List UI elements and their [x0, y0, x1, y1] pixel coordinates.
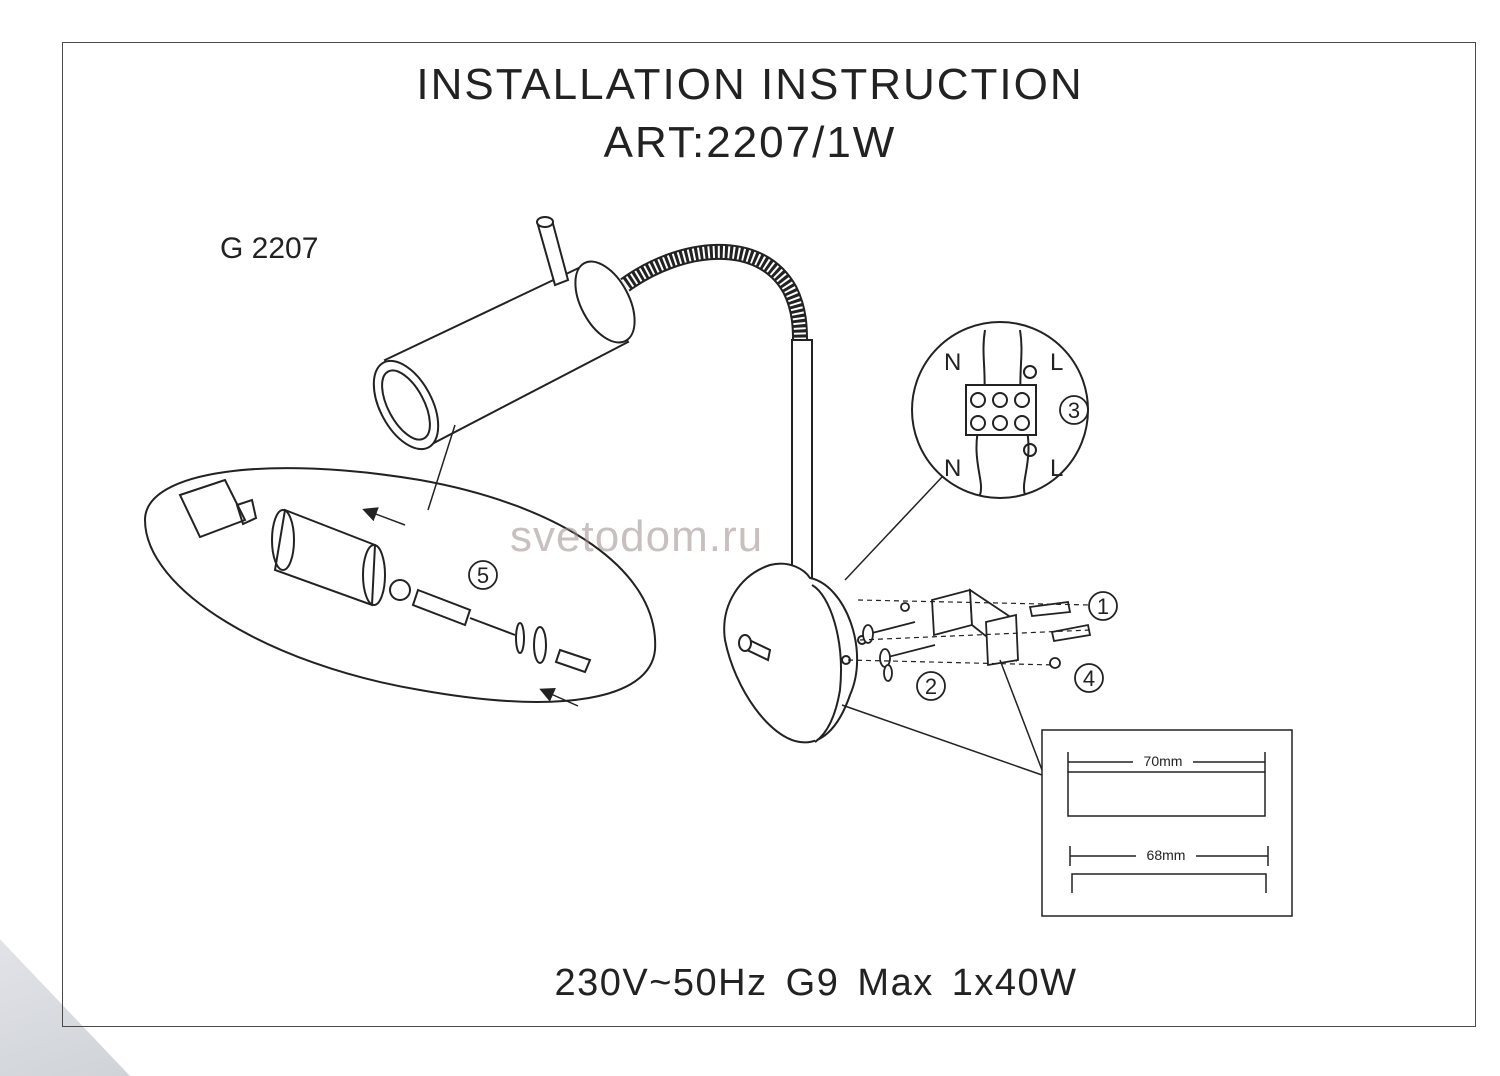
page-title: INSTALLATION INSTRUCTION — [416, 60, 1084, 109]
dimension-70mm: 70mm — [1144, 753, 1183, 769]
step-5-label: 5 — [477, 563, 489, 588]
mounting-hardware — [847, 588, 1092, 682]
lamp-shade — [372, 260, 636, 451]
watermark: svetodom.ru — [510, 512, 764, 561]
dimension-68mm: 68mm — [1147, 847, 1186, 863]
model-label: G 2207 — [220, 232, 319, 265]
step-3-label: 3 — [1068, 398, 1080, 423]
step-2-label: 2 — [925, 674, 937, 699]
diagram-frame — [62, 42, 1476, 1027]
wire-label-n-bottom: N — [944, 455, 961, 482]
wiring-detail — [844, 321, 1089, 581]
callout-lines — [841, 659, 1043, 776]
switch-knob — [536, 216, 570, 287]
step-4-label: 4 — [1083, 666, 1095, 691]
electrical-specs: 230V~50Hz G9 Max 1x40W — [554, 962, 1078, 1004]
article-number: ART:2207/1W — [603, 118, 897, 167]
wall-base — [723, 562, 867, 744]
exploded-view — [143, 424, 657, 707]
step-markers — [468, 395, 1118, 701]
wire-label-l-bottom: L — [1050, 455, 1063, 482]
step-1-label: 1 — [1097, 594, 1109, 619]
gooseneck-arm — [620, 243, 813, 581]
wire-label-n-top: N — [944, 349, 961, 376]
wire-label-l-top: L — [1050, 349, 1063, 376]
